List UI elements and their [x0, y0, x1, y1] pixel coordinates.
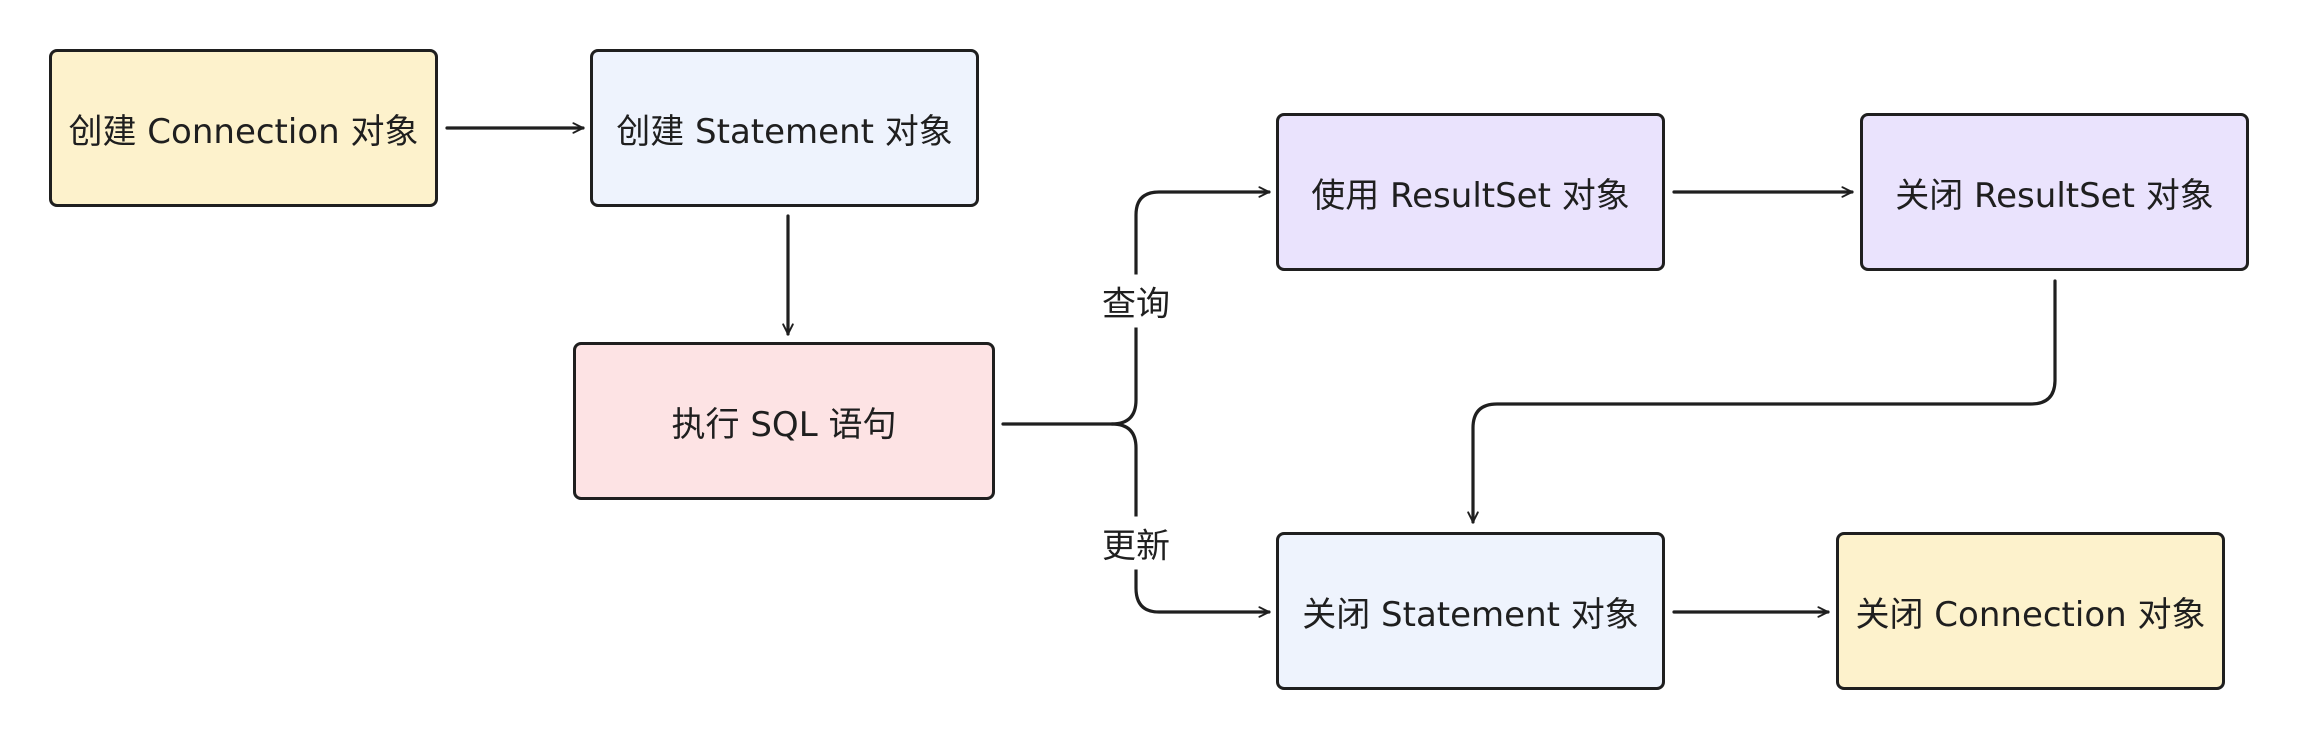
edge-update-branch — [1110, 422, 1271, 618]
create-statement-node: 创建 Statement 对象 — [590, 49, 979, 207]
edge-close-resultset-to-close-statement — [1467, 279, 2057, 524]
close-resultset-node: 关闭 ResultSet 对象 — [1860, 113, 2249, 271]
edge-query-branch — [1110, 186, 1271, 426]
execute-sql-label: 执行 SQL 语句 — [671, 404, 897, 445]
query-edge-label: 查询 — [1098, 274, 1174, 328]
use-resultset-label: 使用 ResultSet 对象 — [1311, 175, 1630, 216]
create-statement-label: 创建 Statement 对象 — [616, 111, 953, 152]
execute-sql-node: 执行 SQL 语句 — [573, 342, 995, 500]
close-statement-node: 关闭 Statement 对象 — [1276, 532, 1665, 690]
close-statement-label: 关闭 Statement 对象 — [1302, 594, 1639, 635]
create-connection-label: 创建 Connection 对象 — [68, 111, 419, 152]
close-connection-label: 关闭 Connection 对象 — [1855, 594, 2206, 635]
update-edge-label: 更新 — [1098, 516, 1174, 570]
create-connection-node: 创建 Connection 对象 — [49, 49, 438, 207]
close-resultset-label: 关闭 ResultSet 对象 — [1895, 175, 2214, 216]
use-resultset-node: 使用 ResultSet 对象 — [1276, 113, 1665, 271]
close-connection-node: 关闭 Connection 对象 — [1836, 532, 2225, 690]
